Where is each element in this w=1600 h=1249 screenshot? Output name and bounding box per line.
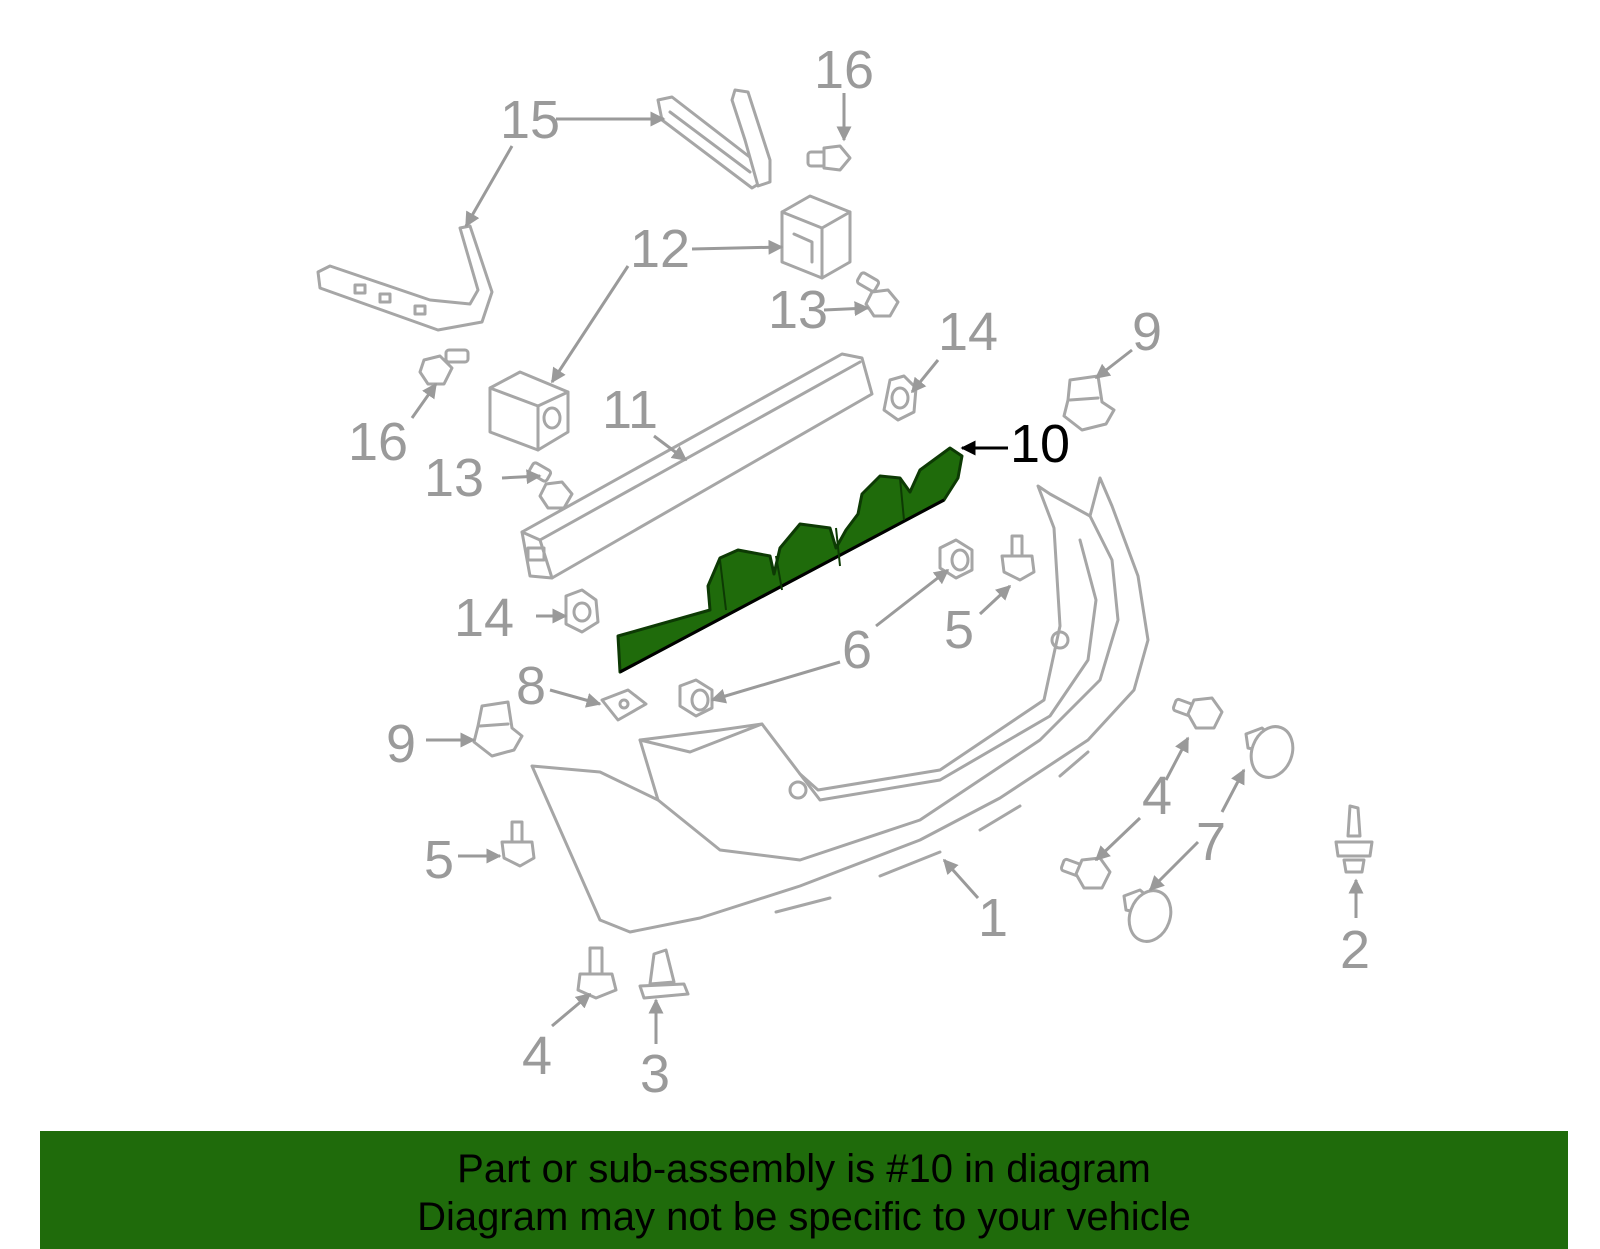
callout-13-left: 13 — [424, 448, 484, 508]
callout-9-right: 9 — [1132, 302, 1162, 362]
part-9-clip-right[interactable] — [1062, 374, 1116, 432]
callout-7: 7 — [1196, 812, 1226, 872]
part-4-bolt-upper[interactable] — [1171, 696, 1224, 730]
part-15-bracket-right[interactable] — [656, 88, 772, 190]
part-5-bolt-left[interactable] — [500, 820, 536, 868]
callout-12: 12 — [630, 219, 690, 279]
part-12-bracket-left[interactable] — [488, 370, 570, 452]
part-13-bolt-left[interactable] — [527, 461, 574, 510]
part-14-nut-right[interactable] — [882, 374, 918, 422]
part-12-bracket-right[interactable] — [780, 194, 852, 280]
callout-labels: 15 16 12 13 14 9 11 16 13 10 14 5 6 8 9 … — [348, 40, 1370, 1104]
callout-13-right: 13 — [768, 280, 828, 340]
callout-11: 11 — [602, 380, 658, 440]
callout-16-top: 16 — [814, 40, 874, 100]
part-4-bolt-lower[interactable] — [576, 946, 618, 1000]
part-8-retainer[interactable] — [600, 688, 648, 722]
callout-4-lower: 4 — [522, 1026, 552, 1086]
part-7-cap-upper[interactable] — [1244, 721, 1299, 784]
part-6-nut-left[interactable] — [678, 678, 714, 718]
part-9-clip-left[interactable] — [472, 700, 524, 758]
part-2-pin-clip[interactable] — [1334, 804, 1374, 874]
part-3-push-clip[interactable] — [638, 948, 690, 1000]
part-6-nut-right[interactable] — [938, 538, 974, 580]
part-16-bolt-left[interactable] — [418, 348, 470, 386]
part-15-bracket-left[interactable] — [316, 224, 494, 332]
callout-10: 10 — [1010, 414, 1070, 474]
part-16-bolt-top[interactable] — [806, 144, 852, 172]
callout-9-left: 9 — [386, 714, 416, 774]
part-14-nut-left[interactable] — [564, 588, 600, 634]
banner-line-disclaimer: Diagram may not be specific to your vehi… — [417, 1195, 1191, 1239]
callout-6: 6 — [842, 620, 872, 680]
callout-14-left: 14 — [454, 588, 514, 648]
callout-3: 3 — [640, 1044, 670, 1104]
banner-line-part: Part or sub-assembly is #10 in diagram — [457, 1147, 1151, 1191]
part-10-energy-absorber[interactable] — [616, 446, 964, 674]
info-banner: Part or sub-assembly is #10 in diagram D… — [40, 1131, 1568, 1249]
callout-8: 8 — [516, 656, 546, 716]
part-5-bolt-right[interactable] — [1000, 534, 1036, 582]
leader-lines — [410, 93, 1364, 1044]
callout-2: 2 — [1340, 920, 1370, 980]
callout-14-right: 14 — [938, 302, 998, 362]
callout-16-left: 16 — [348, 412, 408, 472]
part-1-bumper-cover[interactable] — [530, 476, 1150, 934]
callout-4-upper: 4 — [1142, 766, 1172, 826]
callout-15: 15 — [500, 90, 560, 150]
part-11-reinforcement-beam[interactable] — [520, 352, 874, 580]
part-7-cap-lower[interactable] — [1122, 885, 1177, 948]
callout-5-right: 5 — [944, 600, 974, 660]
callout-5-left: 5 — [424, 830, 454, 890]
callout-1: 1 — [978, 888, 1008, 948]
part-4-bolt-middle[interactable] — [1059, 856, 1112, 890]
